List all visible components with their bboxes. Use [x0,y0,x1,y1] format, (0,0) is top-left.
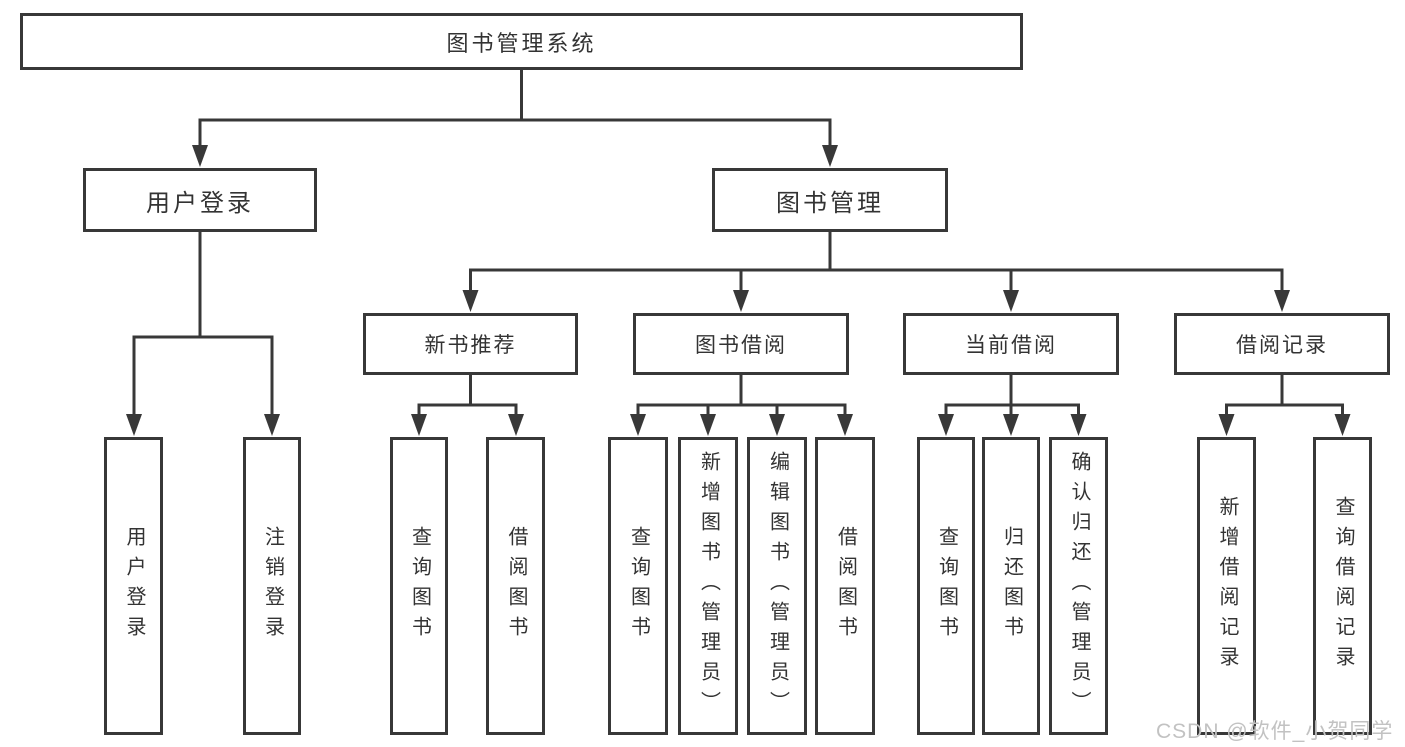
arrowheads [126,145,1351,436]
node-borrowing-records: 借阅记录 [1174,313,1390,375]
root-node-library-management-system: 图书管理系统 [20,13,1023,70]
csdn-watermark: CSDN @软件_小贺同学 [1156,720,1394,743]
node-current-borrowing: 当前借阅 [903,313,1119,375]
leaf-query-books-current-label: 查询图书 [935,526,958,646]
leaf-borrow-books-recommend-label: 借阅图书 [505,526,527,646]
leaf-query-books-recommend-label: 查询图书 [408,526,431,646]
leaf-add-book-admin-label: 新增图书（管理员） [697,451,720,721]
leaf-query-books-current: 查询图书 [917,437,975,735]
leaf-borrow-books-borrowing-label: 借阅图书 [834,526,857,646]
leaf-return-book-label: 归还图书 [1000,526,1023,646]
node-new-book-recommend: 新书推荐 [363,313,578,375]
node-user-login-label: 用户登录 [146,189,254,217]
leaf-borrow-books-recommend: 借阅图书 [486,437,545,735]
node-book-management-label: 图书管理 [776,189,884,217]
leaf-query-books-recommend: 查询图书 [390,437,448,735]
node-book-management: 图书管理 [712,168,948,232]
leaf-logout-label: 注销登录 [261,526,284,646]
node-current-borrowing-label: 当前借阅 [965,334,1057,357]
leaf-edit-book-admin: 编辑图书（管理员） [747,437,807,735]
node-book-borrowing-label: 图书借阅 [695,334,787,357]
leaf-query-borrow-record: 查询借阅记录 [1313,437,1372,735]
leaf-return-book: 归还图书 [982,437,1040,735]
leaf-query-books-borrowing-label: 查询图书 [627,526,650,646]
leaf-user-login: 用户登录 [104,437,163,735]
leaf-confirm-return-admin: 确认归还（管理员） [1049,437,1108,735]
leaf-add-book-admin: 新增图书（管理员） [678,437,738,735]
node-book-borrowing: 图书借阅 [633,313,849,375]
leaf-logout: 注销登录 [243,437,301,735]
leaf-confirm-return-admin-label: 确认归还（管理员） [1068,451,1090,721]
leaf-query-borrow-record-label: 查询借阅记录 [1332,496,1354,676]
node-borrowing-records-label: 借阅记录 [1236,334,1328,357]
leaf-edit-book-admin-label: 编辑图书（管理员） [766,451,789,721]
leaf-borrow-books-borrowing: 借阅图书 [815,437,875,735]
leaf-user-login-label: 用户登录 [123,526,145,646]
leaf-add-borrow-record: 新增借阅记录 [1197,437,1256,735]
root-node-label: 图书管理系统 [446,30,597,56]
node-new-book-recommend-label: 新书推荐 [424,334,517,357]
leaf-query-books-borrowing: 查询图书 [608,437,668,735]
node-user-login: 用户登录 [83,168,317,232]
leaf-add-borrow-record-label: 新增借阅记录 [1216,496,1238,676]
